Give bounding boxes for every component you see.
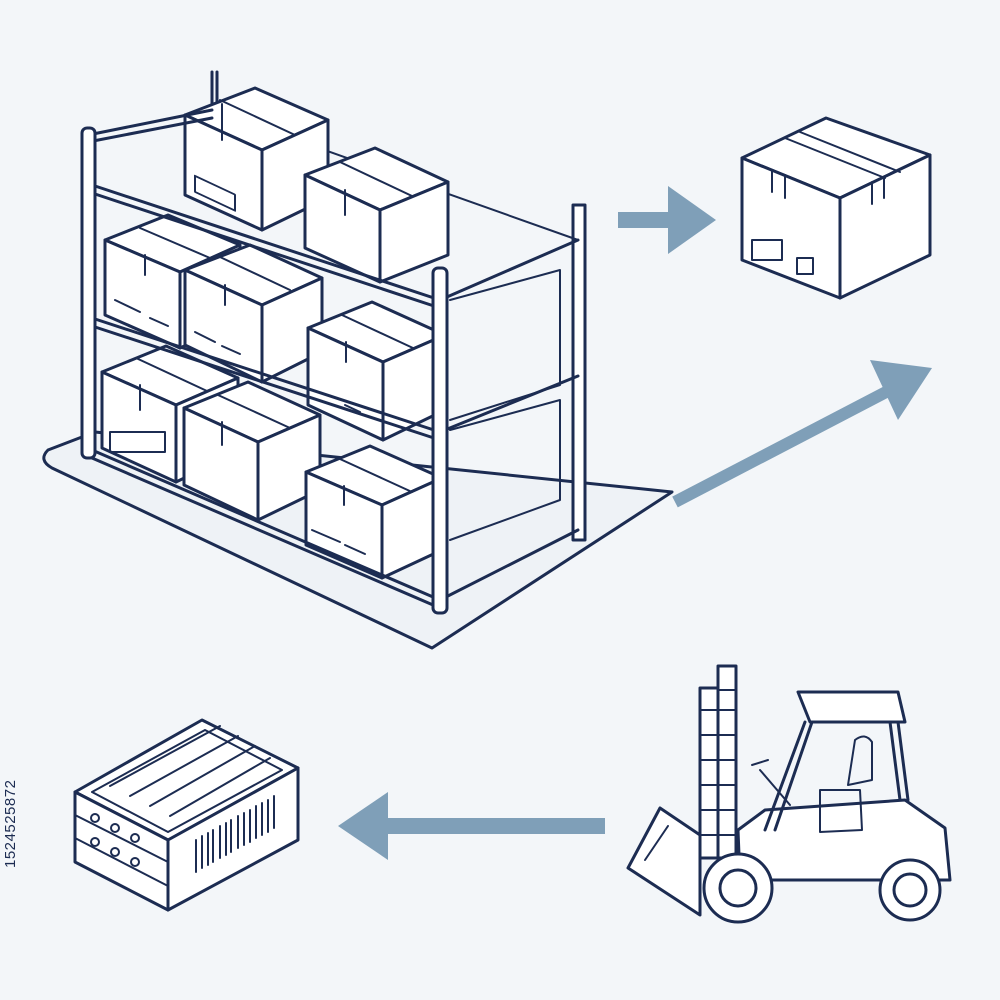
shipping-crate-icon <box>73 718 300 912</box>
forklift-seat <box>847 735 873 786</box>
arrow-right-icon <box>618 186 716 254</box>
rack-upright-back-right <box>571 203 587 542</box>
cardboard-box-icon <box>740 116 932 300</box>
rack-top-rail <box>86 108 214 144</box>
rack-box <box>183 243 324 384</box>
forklift-steering <box>751 759 791 806</box>
arrow-left-icon <box>338 792 605 860</box>
rack-side-rail <box>438 238 580 602</box>
forklift-fork <box>626 806 702 917</box>
arrow-up-right-icon <box>672 360 932 508</box>
forklift-icon <box>626 664 952 924</box>
rack-back-panel <box>449 399 561 541</box>
storage-rack-icon <box>42 70 674 650</box>
rack-upright-front-left <box>80 126 97 460</box>
rack-upright-front-right <box>431 266 449 615</box>
forklift-mast <box>698 686 720 860</box>
rack-shelf-rail <box>90 448 442 610</box>
barcode-icon <box>195 795 275 873</box>
forklift-mast <box>716 664 738 860</box>
forklift-canopy <box>796 690 907 724</box>
rack-box <box>303 146 450 284</box>
rack-shelf-rail <box>90 183 442 310</box>
stock-id-watermark: 1524525872 <box>2 779 19 868</box>
rack-back-panel <box>449 269 561 421</box>
forklift-cab-post <box>763 720 814 832</box>
forklift-cab-post <box>888 720 910 802</box>
forklift-seat-base <box>819 789 863 833</box>
rack-shelf-rail <box>90 316 442 442</box>
